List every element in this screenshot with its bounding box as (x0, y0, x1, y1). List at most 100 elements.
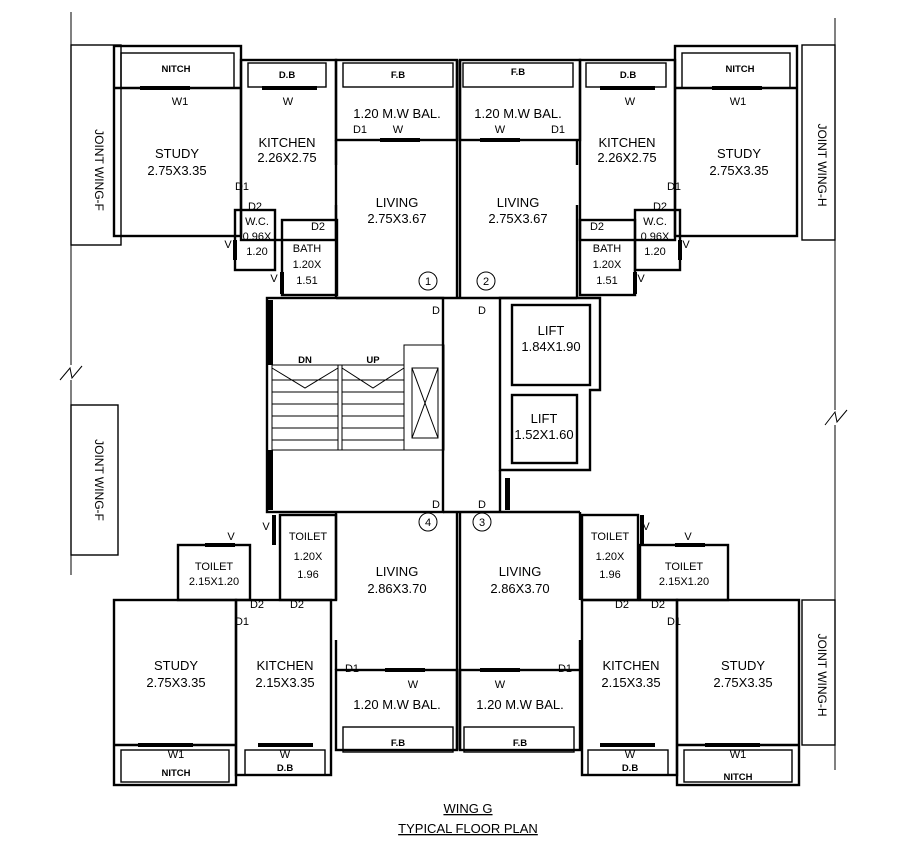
tr-wc-name: W.C. (643, 216, 667, 228)
stair-down-label: DN (298, 355, 312, 366)
tl-bath-door-label: D2 (311, 221, 325, 233)
br-w-label: W (625, 749, 636, 761)
tr-wc-size1: 0.96X (641, 231, 670, 243)
tr-bath-vent-label: V (637, 273, 645, 285)
bl-toilet-small-door-label: D2 (250, 599, 264, 611)
tr-bal-window-label: W (495, 124, 506, 136)
tr-db-label: D.B (620, 70, 637, 81)
br-study-name: STUDY (721, 658, 765, 673)
tr-balcony-label: 1.20 M.W BAL. (474, 106, 561, 121)
tr-living-size: 2.75X3.67 (488, 211, 547, 226)
br-toilet-small-door-label: D2 (651, 599, 665, 611)
bl-toilet-big-name: TOILET (289, 531, 328, 543)
svg-text:1: 1 (425, 276, 431, 288)
tr-study-name: STUDY (717, 146, 761, 161)
stair-treads (271, 367, 405, 441)
bl-bal-window-label: W (408, 679, 419, 691)
br-toilet-small-size: 2.15X1.20 (659, 576, 709, 588)
tr-fb-label: F.B (511, 67, 525, 78)
bl-bal-door-label: D1 (345, 663, 359, 675)
unit-marker-2: 2 (476, 271, 496, 291)
br-kitchen-size: 2.15X3.35 (601, 675, 660, 690)
bl-toilet-big-door-label: D2 (290, 599, 304, 611)
tr-kitchen-name: KITCHEN (598, 135, 655, 150)
bl-living-size: 2.86X3.70 (367, 581, 426, 596)
tl-bath-vent-label: V (270, 273, 278, 285)
br-bal-door-label: D1 (558, 663, 572, 675)
tl-bal-door-label: D1 (353, 124, 367, 136)
br-toilet-big-name: TOILET (591, 531, 630, 543)
tr-wc-size2: 1.20 (644, 246, 665, 258)
lift-1-size: 1.84X1.90 (521, 339, 580, 354)
plan-title-subtitle: TYPICAL FLOOR PLAN (398, 821, 538, 836)
unit-marker-3: 3 (472, 512, 492, 532)
unit-marker-4: 4 (418, 512, 438, 532)
svg-text:2: 2 (483, 276, 489, 288)
bl-kitchen-name: KITCHEN (256, 658, 313, 673)
bl-nitch-label: NITCH (161, 768, 190, 779)
br-bal-window-label: W (495, 679, 506, 691)
tr-bath-size2: 1.51 (596, 275, 617, 287)
flat-3 (458, 510, 801, 787)
bl-toilet-big-vent-label: V (262, 521, 270, 533)
stair-up-label: UP (366, 355, 380, 366)
tl-w-label: W (283, 96, 294, 108)
bl-study-name: STUDY (154, 658, 198, 673)
tl-w1-label: W1 (172, 96, 189, 108)
entry-door-3-label: D (478, 499, 486, 511)
tl-study-size: 2.75X3.35 (147, 163, 206, 178)
plan-title-wing: WING G (443, 801, 492, 816)
tr-w1-label: W1 (730, 96, 747, 108)
tr-w-label: W (625, 96, 636, 108)
tl-wc-name: W.C. (245, 216, 269, 228)
tl-balcony-label: 1.20 M.W BAL. (353, 106, 440, 121)
tr-study-door-label: D1 (667, 181, 681, 193)
tl-living-size: 2.75X3.67 (367, 211, 426, 226)
bl-w-label: W (280, 749, 291, 761)
br-study-door-label: D1 (667, 616, 681, 628)
br-living-name: LIVING (499, 564, 542, 579)
tl-bal-window-label: W (393, 124, 404, 136)
entry-door-1-label: D (432, 305, 440, 317)
tl-kitchen-size: 2.26X2.75 (257, 150, 316, 165)
br-toilet-big-door-label: D2 (615, 599, 629, 611)
br-balcony-label: 1.20 M.W BAL. (476, 697, 563, 712)
tl-study-name: STUDY (155, 146, 199, 161)
bl-w1-label: W1 (168, 749, 185, 761)
tr-bath-door-label: D2 (590, 221, 604, 233)
core (265, 296, 602, 514)
br-study-size: 2.75X3.35 (713, 675, 772, 690)
br-toilet-big-vent-label: V (642, 521, 650, 533)
tl-nitch-label: NITCH (161, 64, 190, 75)
tl-wc-size1: 0.96X (243, 231, 272, 243)
bl-toilet-big-size1: 1.20X (294, 551, 323, 563)
tl-wc-size2: 1.20 (246, 246, 267, 258)
tl-bath-name: BATH (293, 243, 322, 255)
tr-wc-vent-label: V (682, 239, 690, 251)
br-w1-label: W1 (730, 749, 747, 761)
tl-study-door-label: D1 (235, 181, 249, 193)
tl-fb-label: F.B (391, 70, 405, 81)
joint-wing-left-top-label: JOINT WING-F (92, 129, 106, 211)
unit-marker-1: 1 (418, 271, 438, 291)
svg-text:3: 3 (479, 517, 485, 529)
tl-bath-size2: 1.51 (296, 275, 317, 287)
joint-wing-right-top-label: JOINT WING-H (815, 123, 829, 206)
flat-4 (112, 512, 459, 787)
tl-living-name: LIVING (376, 195, 419, 210)
site-boundary (59, 12, 848, 770)
tr-living-name: LIVING (497, 195, 540, 210)
joint-wing-right-bottom-label: JOINT WING-H (815, 633, 829, 716)
bl-study-door-label: D1 (235, 616, 249, 628)
tr-nitch-label: NITCH (725, 64, 754, 75)
lift-1-name: LIFT (538, 323, 565, 338)
tr-kitchen-size: 2.26X2.75 (597, 150, 656, 165)
br-kitchen-name: KITCHEN (602, 658, 659, 673)
tl-db-label: D.B (279, 70, 296, 81)
br-nitch-label: NITCH (723, 772, 752, 783)
tr-study-size: 2.75X3.35 (709, 163, 768, 178)
bl-toilet-small-name: TOILET (195, 561, 234, 573)
br-toilet-small-vent-label: V (684, 531, 692, 543)
